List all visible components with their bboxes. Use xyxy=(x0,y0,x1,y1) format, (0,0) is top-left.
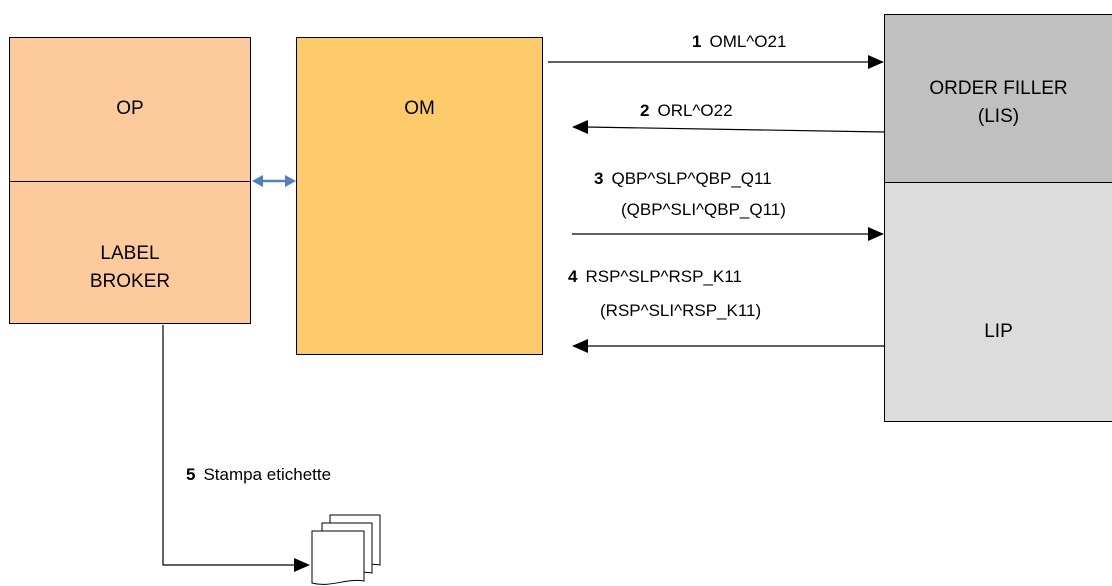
message-4-number: 4 xyxy=(568,267,578,286)
lip-label: LIP xyxy=(984,321,1013,342)
message-5-number: 5 xyxy=(186,465,196,484)
message-1-text: OML^O21 xyxy=(709,32,787,51)
om-label: OM xyxy=(404,98,435,119)
message-4-label: 4 RSP^SLP^RSP_K11 xyxy=(568,266,742,288)
message-1-label: 1 OML^O21 xyxy=(692,31,786,53)
order-filler-label-line1: ORDER FILLER xyxy=(929,78,1068,99)
om-box: OM xyxy=(296,37,543,355)
message-3-text: QBP^SLP^QBP_Q11 xyxy=(611,169,772,188)
message-2-number: 2 xyxy=(640,101,650,120)
label-broker-label-line2: BROKER xyxy=(89,271,171,292)
message-2-text: ORL^O22 xyxy=(657,101,733,120)
order-filler-box: ORDER FILLER (LIS) xyxy=(884,14,1112,183)
document-stack-icon xyxy=(311,514,381,585)
message-5-text: Stampa etichette xyxy=(203,465,332,484)
message-1-number: 1 xyxy=(692,32,702,51)
op-label: OP xyxy=(116,98,144,119)
label-broker-box: LABEL BROKER xyxy=(9,181,251,324)
message-3-number: 3 xyxy=(594,169,604,188)
arrow-5-label-broker-to-printer xyxy=(162,325,310,572)
message-4-text: RSP^SLP^RSP_K11 xyxy=(585,267,742,286)
label-broker-label-line1: LABEL xyxy=(100,243,160,264)
op-box: OP xyxy=(9,37,251,182)
arrow-4-lip-to-om xyxy=(572,339,884,353)
order-filler-label-line2: (LIS) xyxy=(977,106,1020,127)
message-2-label: 2 ORL^O22 xyxy=(640,100,733,122)
message-3-label: 3 QBP^SLP^QBP_Q11 xyxy=(594,168,772,190)
message-4-alt: (RSP^SLI^RSP_K11) xyxy=(600,301,762,320)
double-arrow-icon xyxy=(252,175,296,187)
arrow-1-om-to-order-filler xyxy=(548,55,884,69)
arrow-3-om-to-lip xyxy=(572,227,884,241)
message-3-alt: (QBP^SLI^QBP_Q11) xyxy=(621,200,786,219)
lip-box: LIP xyxy=(884,182,1112,422)
arrow-2-order-filler-to-om xyxy=(572,120,885,134)
message-5-label: 5 Stampa etichette xyxy=(186,464,331,486)
